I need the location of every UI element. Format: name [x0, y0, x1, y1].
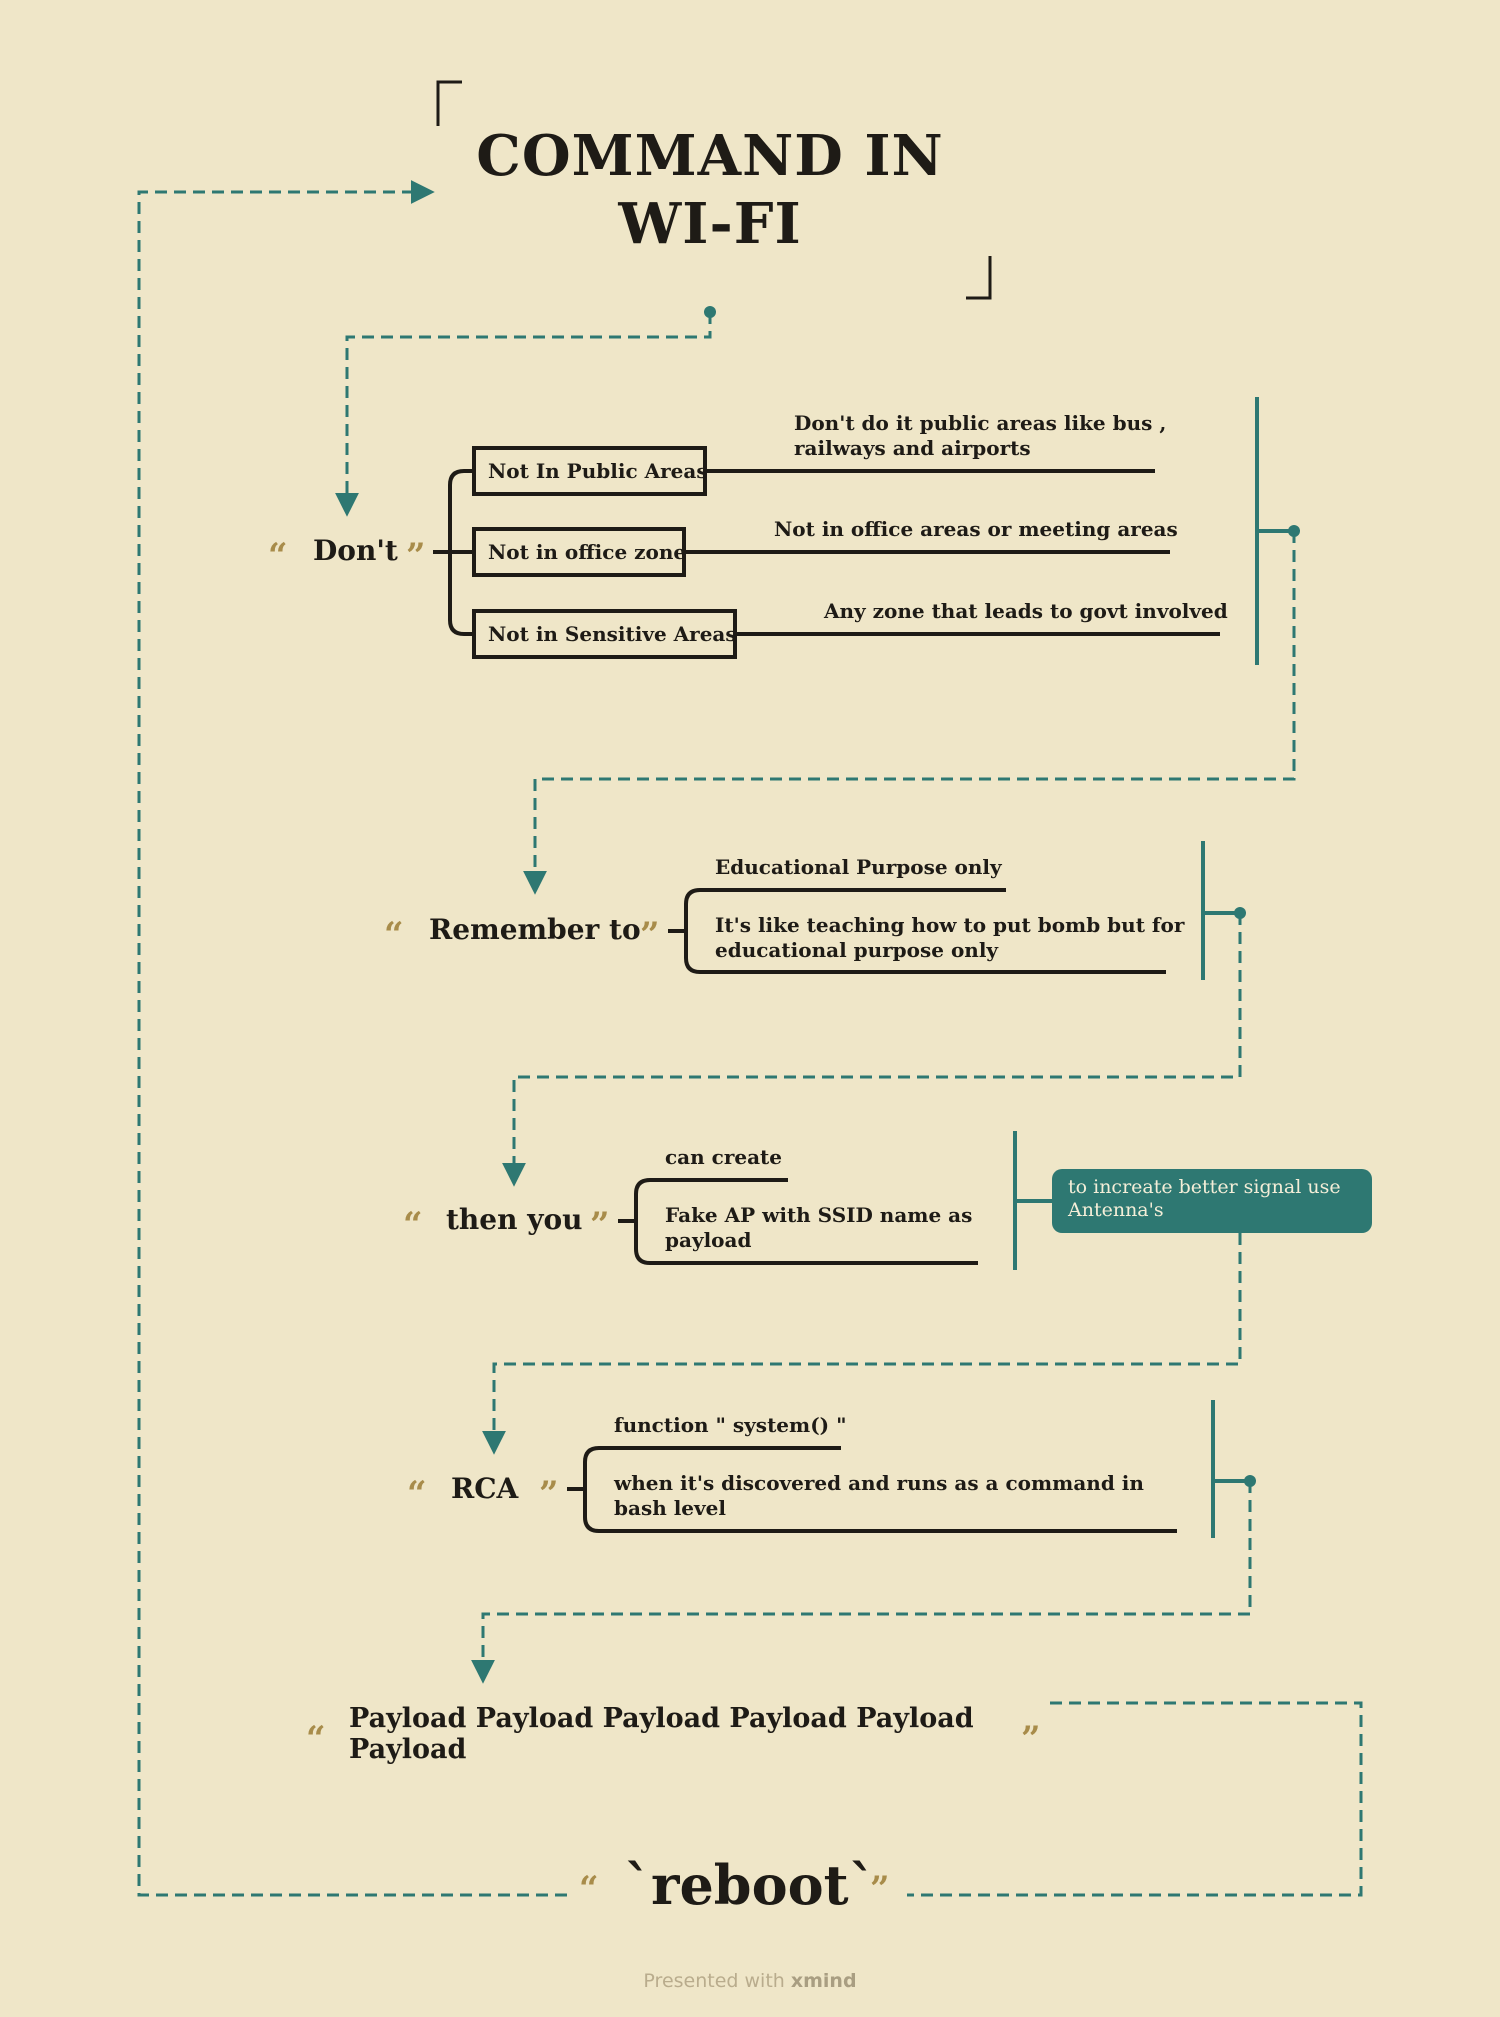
quote-close-remember: ” [640, 915, 660, 955]
topic-rca[interactable]: RCA [451, 1472, 519, 1505]
flow-remember-to-then [502, 913, 1242, 1187]
flow-then-to-rca [482, 1233, 1242, 1455]
topic-remember-to[interactable]: Remember to [429, 913, 641, 946]
page-title: COMMAND IN WI-FI [440, 122, 980, 258]
quote-open-rca: “ [407, 1474, 427, 1514]
remember-bracket [684, 888, 1166, 974]
note-public-areas: Don't do it public areas like bus , rail… [794, 411, 1166, 461]
quote-open-reboot: “ [579, 1869, 599, 1909]
flow-reboot-to-title [137, 180, 567, 1897]
note-can-create[interactable]: can create [665, 1145, 783, 1169]
note-public-areas-line-1: Don't do it public areas like bus , [794, 411, 1167, 435]
callout-antenna[interactable]: to increate better signal use Antenna's [1052, 1169, 1372, 1233]
footer-prefix: Presented with [643, 1970, 791, 1992]
topic-payload[interactable]: Payload Payload Payload Payload Payload … [349, 1703, 974, 1765]
flow-rca-to-payload [471, 1481, 1252, 1684]
title-line-1: COMMAND IN [476, 123, 944, 189]
summary-bar-then [1013, 1131, 1052, 1270]
flow-dot-title [704, 306, 716, 318]
footer-credit: Presented with xmind [0, 1970, 1500, 1992]
callout-antenna-line-2: Antenna's [1068, 1199, 1164, 1221]
callout-antenna-line-1: to increate better signal use [1068, 1176, 1341, 1198]
note-govt-zone: Any zone that leads to govt involved [824, 599, 1228, 623]
note-teaching-bomb-line-2: educational purpose only [715, 938, 999, 962]
title-bracket-top-left [436, 80, 462, 126]
flow-payload-to-reboot [907, 1701, 1363, 1897]
title-bracket-bottom-right [966, 256, 992, 300]
payload-line-2: Payload [349, 1734, 467, 1765]
note-bash-level[interactable]: when it's discovered and runs as a comma… [614, 1471, 1144, 1521]
topic-dont[interactable]: Don't [313, 534, 398, 567]
quote-close-payload: ” [1021, 1719, 1041, 1759]
note-teaching-bomb[interactable]: It's like teaching how to put bomb but f… [715, 913, 1184, 963]
box-not-in-public-areas[interactable]: Not In Public Areas [472, 446, 708, 496]
quote-close-then: ” [590, 1205, 610, 1245]
flow-dont-to-remember [523, 531, 1296, 895]
quote-open-remember: “ [384, 915, 404, 955]
summary-bar-rca [1211, 1400, 1250, 1538]
summary-bar-dont [1255, 397, 1294, 665]
note-function-system[interactable]: function " system() " [614, 1413, 847, 1437]
quote-close-rca: ” [539, 1474, 559, 1514]
note-fake-ap[interactable]: Fake AP with SSID name as payload [665, 1203, 972, 1253]
payload-line-1: Payload Payload Payload Payload Payload [349, 1703, 974, 1734]
box-not-in-sensitive-areas[interactable]: Not in Sensitive Areas [472, 609, 737, 659]
box-not-in-office-zone[interactable]: Not in office zone [472, 527, 686, 577]
flow-title-to-dont [335, 312, 712, 517]
note-teaching-bomb-line-1: It's like teaching how to put bomb but f… [715, 913, 1185, 937]
topic-then-you[interactable]: then you [446, 1203, 583, 1236]
quote-close-dont: ” [406, 536, 426, 576]
summary-bar-remember [1201, 841, 1240, 980]
topic-reboot[interactable]: `reboot` [624, 1853, 876, 1917]
rca-bracket [583, 1446, 1177, 1533]
note-office-areas: Not in office areas or meeting areas [774, 517, 1178, 541]
note-fake-ap-line-1: Fake AP with SSID name as [665, 1203, 973, 1227]
footer-brand[interactable]: xmind [790, 1970, 857, 1992]
note-bash-level-line-1: when it's discovered and runs as a comma… [614, 1471, 1144, 1495]
note-bash-level-line-2: bash level [614, 1496, 726, 1520]
title-line-2: WI-FI [618, 191, 802, 257]
note-public-areas-line-2: railways and airports [794, 436, 1031, 460]
note-educational-purpose[interactable]: Educational Purpose only [715, 855, 1002, 879]
quote-open-then: “ [403, 1205, 423, 1245]
quote-open-payload: “ [306, 1719, 326, 1759]
quote-close-reboot: ” [870, 1869, 890, 1909]
note-fake-ap-line-2: payload [665, 1228, 752, 1252]
quote-open-dont: “ [268, 536, 288, 576]
then-bracket [634, 1178, 978, 1265]
